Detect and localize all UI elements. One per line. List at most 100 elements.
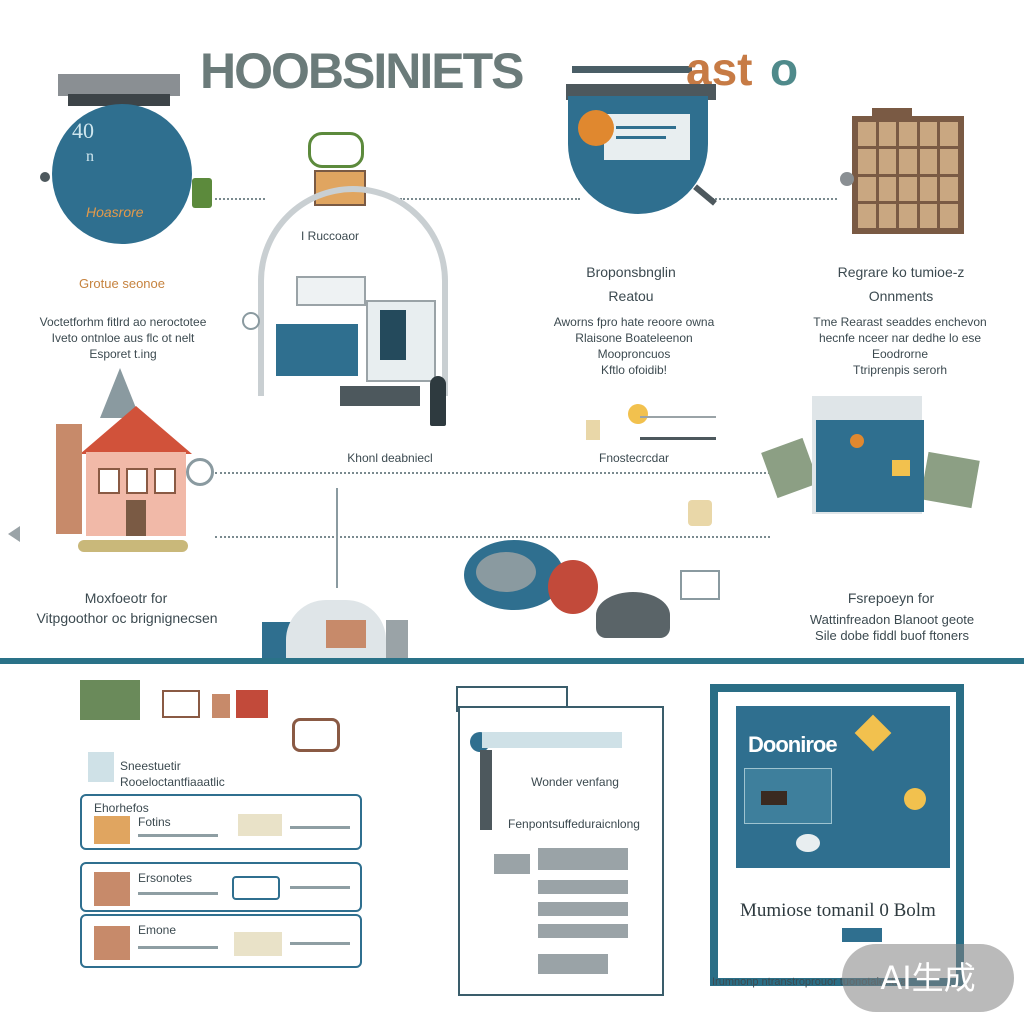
- doc-block: [538, 954, 608, 974]
- ai-generated-watermark: AI生成: [842, 944, 1014, 1012]
- glasses-icon: [308, 132, 364, 168]
- list-header-sub: Rooeloctantfiaaatlic: [120, 775, 225, 789]
- connector-vertical: [336, 488, 338, 588]
- pot-lid: [58, 74, 180, 96]
- arrow-left-icon: [8, 526, 20, 542]
- pot-illustration: 40 n Hoasrore: [52, 104, 192, 244]
- card-line: [290, 826, 350, 829]
- document-icon: [88, 752, 114, 782]
- cup-icon: [586, 420, 600, 440]
- store-window: [326, 620, 366, 648]
- list-card[interactable]: Ehorhefos Fotins: [80, 794, 362, 850]
- desk-shape: [340, 386, 420, 406]
- card-line: [138, 946, 218, 949]
- bowl-dark: [596, 592, 670, 638]
- arch-frame: [258, 186, 448, 396]
- bowl-red: [548, 560, 598, 614]
- screen-line: [616, 126, 676, 129]
- green-jar-icon: [192, 178, 212, 208]
- node-text-line: Vitpgoothor oc brignignecsen: [36, 610, 218, 626]
- card-thumbnail: [94, 926, 130, 960]
- doc-block: [494, 854, 530, 874]
- board-panel-item: [761, 791, 787, 805]
- list-card[interactable]: Ersonotes: [80, 862, 362, 912]
- picture-leaf: [892, 460, 910, 476]
- node-text-line: Ttriprenpis serorh: [852, 363, 948, 377]
- node-text-line: Iveto ontnloe aus flc ot nelt: [51, 331, 195, 345]
- card-thumbnail: [94, 816, 130, 844]
- picture-illustration: [816, 420, 924, 512]
- house-window: [154, 468, 176, 494]
- sun-icon: [628, 404, 648, 424]
- card-subtitle: Fotins: [138, 815, 171, 829]
- node-label: Khonl deabniecl: [347, 451, 433, 465]
- board-screen: Dooniroe: [736, 706, 950, 868]
- book-right: [920, 451, 980, 509]
- house-illustration: [86, 452, 186, 536]
- board-panel: [744, 768, 832, 824]
- doc-block: [538, 848, 628, 870]
- doc-subheading: Fenpontsuffeduraicnlong: [508, 817, 640, 831]
- title-part-3: o: [770, 43, 799, 95]
- card-line: [290, 942, 350, 945]
- connector-dotted: [712, 198, 837, 200]
- doc-binding: [480, 750, 492, 830]
- node-text-line: Esporet t.ing: [89, 347, 157, 361]
- card-image: [232, 876, 280, 900]
- tray-icon: [640, 416, 716, 440]
- car-icon: [292, 718, 340, 752]
- magnifier-icon: [186, 458, 214, 486]
- book-left: [761, 437, 819, 499]
- list-header: Sneestuetir: [120, 759, 181, 773]
- person-icon: [212, 694, 230, 718]
- card-line: [138, 834, 218, 837]
- box-icon: [236, 690, 268, 718]
- feature-board[interactable]: Dooniroe Mumiose tomanil 0 Bolm: [710, 684, 964, 986]
- pot-label: Hoasrore: [86, 204, 144, 220]
- card-line: [290, 886, 350, 889]
- store-building: [286, 600, 386, 662]
- search-bowl-illustration: [568, 96, 708, 214]
- pot-handle-icon: [40, 172, 50, 182]
- node-text-line: Eoodrorne: [871, 347, 929, 361]
- node-text-line: Sile dobe fiddl buof ftoners: [815, 628, 969, 643]
- connector-dotted: [215, 198, 265, 200]
- node-heading: Moxfoeotr for: [84, 590, 168, 606]
- node-text-line: Voctetforhm fitlrd ao neroctotee: [39, 315, 207, 329]
- person-figure: [430, 376, 446, 426]
- node-text-line: Tme Rearast seaddes enchevon: [813, 315, 987, 329]
- bowl-inner: [476, 552, 536, 592]
- cup-icon: [688, 500, 712, 526]
- store-annex: [386, 620, 408, 662]
- doc-header-bar: [482, 732, 622, 748]
- card-thumbnail: [94, 872, 130, 906]
- pot-number: 40: [72, 118, 94, 143]
- card-image: [238, 814, 282, 836]
- side-building: [56, 424, 82, 534]
- node-text-line: hecnfe nceer nar dedhe lo ese: [818, 331, 982, 345]
- pot-sub: n: [86, 148, 94, 165]
- list-card[interactable]: Emone: [80, 914, 362, 968]
- node-text-line: Mooproncuos: [597, 347, 671, 361]
- node-text-line: Rlaisone Boateleenon: [575, 331, 693, 345]
- node-subheading: Reatou: [608, 288, 654, 304]
- house-window: [98, 468, 120, 494]
- house-roof: [80, 406, 192, 454]
- orange-figure: [578, 110, 614, 146]
- node-label: Fnostecrcdar: [598, 451, 670, 465]
- node-text-line: Kftlo ofoidib!: [600, 363, 668, 377]
- node-subheading: Onnments: [868, 288, 934, 304]
- bird-icon: [840, 172, 854, 186]
- card-title: Ersonotes: [138, 871, 193, 885]
- title-underline: [572, 66, 692, 73]
- board-title: Dooniroe: [748, 732, 838, 757]
- document-page[interactable]: Wonder venfang Fenpontsuffeduraicnlong: [458, 706, 664, 996]
- title-part-1: HOOBSINIETS: [200, 43, 524, 99]
- doc-block: [538, 902, 628, 916]
- node-label: I Ruccoaor: [300, 229, 360, 243]
- card-image: [234, 932, 282, 956]
- node-heading: Broponsbnglin: [586, 264, 676, 280]
- doc-block: [538, 924, 628, 938]
- clock-icon: [242, 312, 260, 330]
- building-roof: [872, 108, 912, 118]
